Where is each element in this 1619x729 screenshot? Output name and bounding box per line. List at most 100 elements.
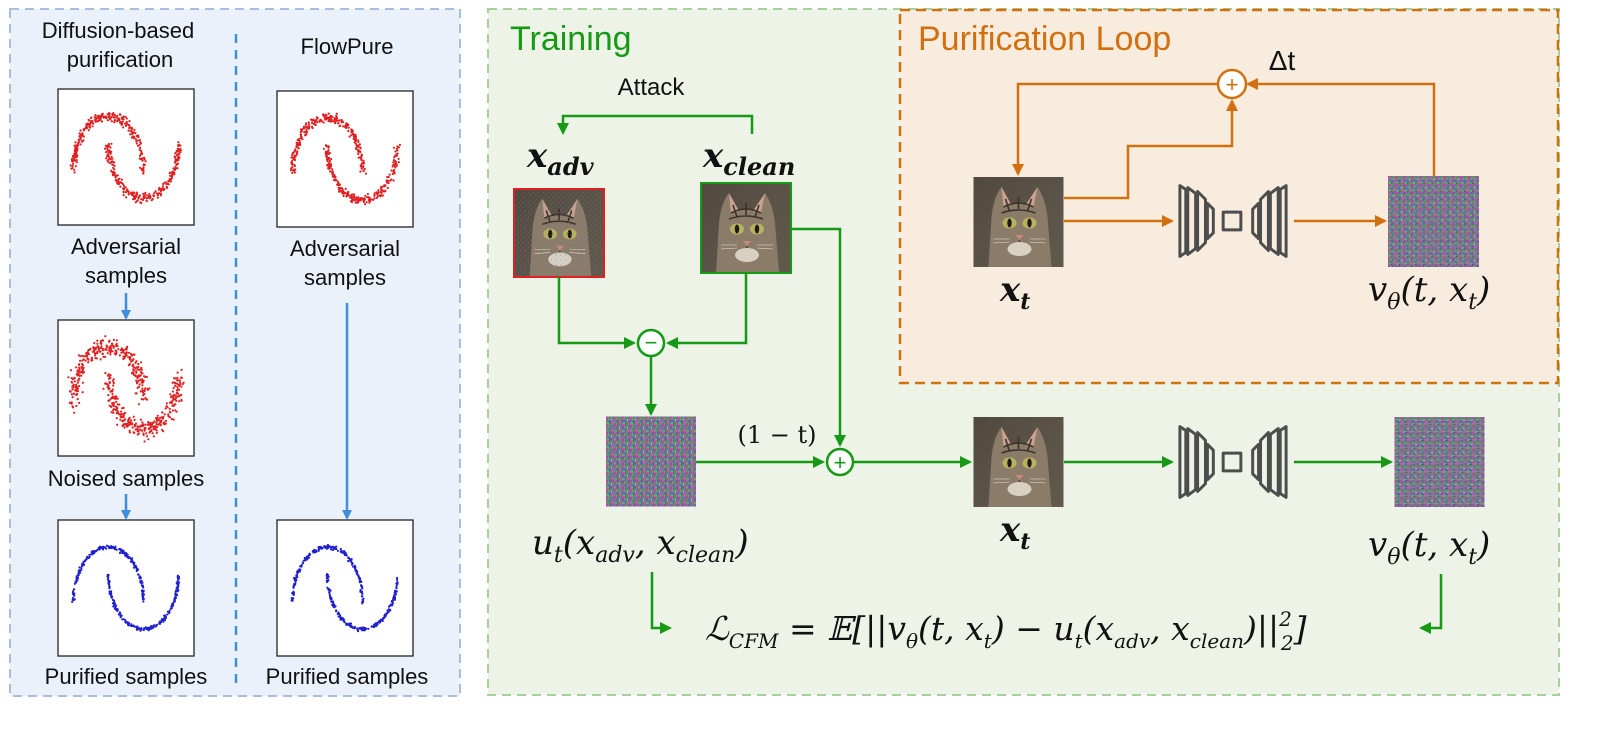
scatter-point — [340, 551, 343, 554]
scatter-point — [174, 384, 177, 387]
scatter-point — [101, 112, 104, 115]
scatter-point — [373, 194, 376, 197]
scatter-point — [146, 194, 149, 197]
scatter-point — [97, 347, 100, 350]
scatter-point — [349, 622, 353, 625]
scatter-point — [397, 146, 400, 149]
scatter-point — [90, 553, 93, 556]
scatter-point — [167, 413, 170, 416]
scatter-point — [82, 562, 85, 565]
scatter-point — [159, 424, 162, 427]
scatter-point — [132, 566, 136, 569]
scatter-point — [395, 153, 398, 156]
scatter-point — [137, 365, 140, 369]
scatter-point — [153, 420, 156, 423]
diffusion-noised-plot — [57, 319, 195, 457]
scatter-point — [170, 417, 173, 421]
scatter-point — [78, 374, 81, 377]
scatter-point — [317, 548, 320, 551]
loss-equation: ℒCFM = 𝔼[||vθ(t, xt) − ut(xadv, xclean)|… — [705, 607, 1307, 655]
scatter-point — [308, 553, 311, 556]
scatter-point — [111, 598, 114, 602]
scatter-point — [393, 172, 396, 175]
scatter-point — [360, 626, 363, 630]
scatter-point — [73, 377, 76, 380]
scatter-point — [74, 165, 77, 168]
scatter-point — [120, 410, 123, 413]
scatter-point — [143, 393, 146, 396]
scatter-point — [152, 194, 155, 197]
scatter-point — [360, 584, 363, 587]
scatter-point — [141, 152, 144, 155]
scatter-point — [79, 143, 82, 146]
scatter-point — [128, 127, 131, 130]
scatter-point — [117, 413, 120, 416]
scatter-point — [342, 190, 345, 193]
scatter-point — [105, 346, 108, 349]
scatter-point — [152, 625, 155, 629]
scatter-point — [115, 417, 118, 420]
adv-to-minus-arrow — [557, 277, 636, 349]
scatter-point — [360, 595, 363, 598]
scatter-point — [104, 372, 107, 375]
scatter-point — [110, 595, 113, 598]
scatter-point — [110, 590, 113, 593]
scatter-point — [137, 403, 140, 406]
scatter-point — [115, 400, 118, 403]
scatter-point — [395, 586, 398, 589]
scatter-point — [347, 126, 350, 129]
scatter-point — [148, 192, 151, 196]
scatter-point — [105, 544, 109, 547]
scatter-point — [394, 593, 398, 596]
scatter-point — [155, 421, 158, 424]
scatter-point — [117, 180, 120, 183]
scatter-point — [397, 157, 400, 160]
scatter-point — [127, 364, 130, 367]
scatter-point — [73, 588, 76, 591]
scatter-point — [130, 126, 133, 129]
scatter-point — [149, 196, 152, 199]
scatter-point — [397, 161, 400, 164]
scatter-point — [103, 147, 107, 150]
scatter-point — [350, 128, 353, 131]
scatter-point — [159, 189, 162, 193]
scatter-point — [80, 374, 83, 377]
scatter-point — [107, 394, 110, 397]
scatter-point — [357, 575, 360, 578]
scatter-point — [335, 547, 338, 551]
scatter-point — [134, 428, 137, 431]
scatter-point — [358, 577, 361, 580]
scatter-point — [85, 355, 89, 358]
v-image-loop — [1388, 176, 1479, 267]
scatter-point — [347, 557, 351, 560]
scatter-point — [350, 201, 354, 204]
scatter-point — [175, 167, 178, 170]
scatter-point — [377, 621, 380, 624]
scatter-point — [312, 551, 315, 554]
scatter-point — [335, 114, 338, 117]
scatter-point — [154, 625, 157, 628]
scatter-point — [305, 126, 308, 129]
scatter-point — [351, 563, 354, 566]
scatter-point — [114, 395, 117, 398]
scatter-point — [113, 114, 116, 117]
scatter-point — [339, 547, 342, 551]
flowpure-title: FlowPure — [301, 34, 394, 59]
scatter-point — [329, 170, 332, 173]
scatter-point — [97, 119, 100, 122]
diffusion-purified-plot — [57, 519, 195, 657]
scatter-point — [179, 144, 182, 147]
scatter-point — [155, 431, 158, 434]
scatter-point — [175, 593, 178, 596]
scatter-point — [78, 363, 81, 366]
scatter-point — [91, 350, 95, 353]
scatter-point — [135, 382, 139, 385]
scatter-point — [110, 405, 113, 408]
scatter-point — [118, 551, 122, 555]
scatter-point — [108, 545, 111, 549]
scatter-point — [76, 373, 79, 376]
scatter-point — [125, 120, 128, 124]
scatter-point — [326, 586, 329, 589]
scatter-point — [352, 195, 355, 198]
